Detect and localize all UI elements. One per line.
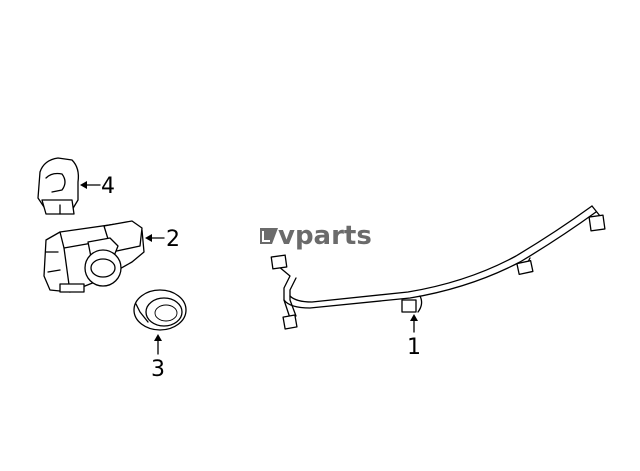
callout-1-label: 1 — [407, 335, 421, 360]
callout-2-label: 2 — [166, 227, 180, 252]
callout-2-leader — [145, 234, 165, 242]
callout-4-label: 4 — [101, 174, 115, 199]
callout-4-leader — [80, 181, 101, 189]
wire-harness-part — [270, 205, 606, 330]
callout-1-leader — [410, 314, 418, 333]
sensor-bracket-part — [37, 157, 80, 215]
logo-text: vparts — [278, 221, 372, 251]
lv-mark-icon — [260, 228, 278, 244]
sensor-retainer-part — [133, 289, 187, 331]
callout-3-label: 3 — [151, 357, 165, 382]
vparts-logo: vparts — [260, 221, 372, 251]
callout-3-leader — [154, 334, 162, 355]
parking-sensor-part — [43, 220, 145, 293]
